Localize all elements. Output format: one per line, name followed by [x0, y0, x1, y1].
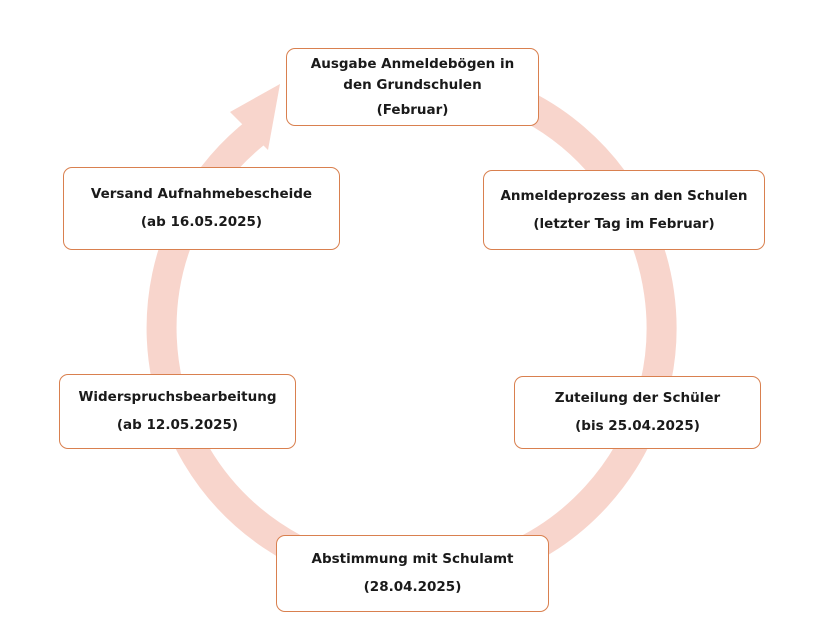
step-text: Widerspruchsbearbeitung [78, 389, 277, 405]
arrowhead-icon [230, 84, 280, 150]
step-date: (letzter Tag im Februar) [533, 215, 715, 232]
step-date: (bis 25.04.2025) [575, 418, 700, 434]
step-date: (28.04.2025) [363, 579, 462, 595]
step-text: Versand Aufnahmebescheide [90, 186, 313, 202]
step-versand: Versand Aufnahmebescheide (ab 16.05.2025… [63, 167, 340, 250]
step-anmeldeprozess: Anmeldeprozess an den Schulen (letzter T… [483, 170, 765, 250]
step-ausgabe: Ausgabe Anmeldebögen in den Grundschulen… [286, 48, 539, 126]
step-text: Anmeldeprozess an den Schulen [500, 187, 748, 204]
step-text: den Grundschulen [343, 76, 482, 93]
step-text: Ausgabe Anmeldebögen in [310, 55, 515, 72]
step-date: (ab 16.05.2025) [140, 214, 263, 230]
step-text: Zuteilung der Schüler [554, 390, 721, 406]
step-abstimmung: Abstimmung mit Schulamt (28.04.2025) [276, 535, 549, 612]
cycle-ring [146, 63, 677, 593]
step-date: (ab 12.05.2025) [116, 417, 239, 433]
step-zuteilung: Zuteilung der Schüler (bis 25.04.2025) [514, 376, 761, 449]
step-widerspruch: Widerspruchsbearbeitung (ab 12.05.2025) [59, 374, 296, 449]
step-text: Abstimmung mit Schulamt [311, 551, 514, 567]
step-date: (Februar) [376, 101, 449, 118]
